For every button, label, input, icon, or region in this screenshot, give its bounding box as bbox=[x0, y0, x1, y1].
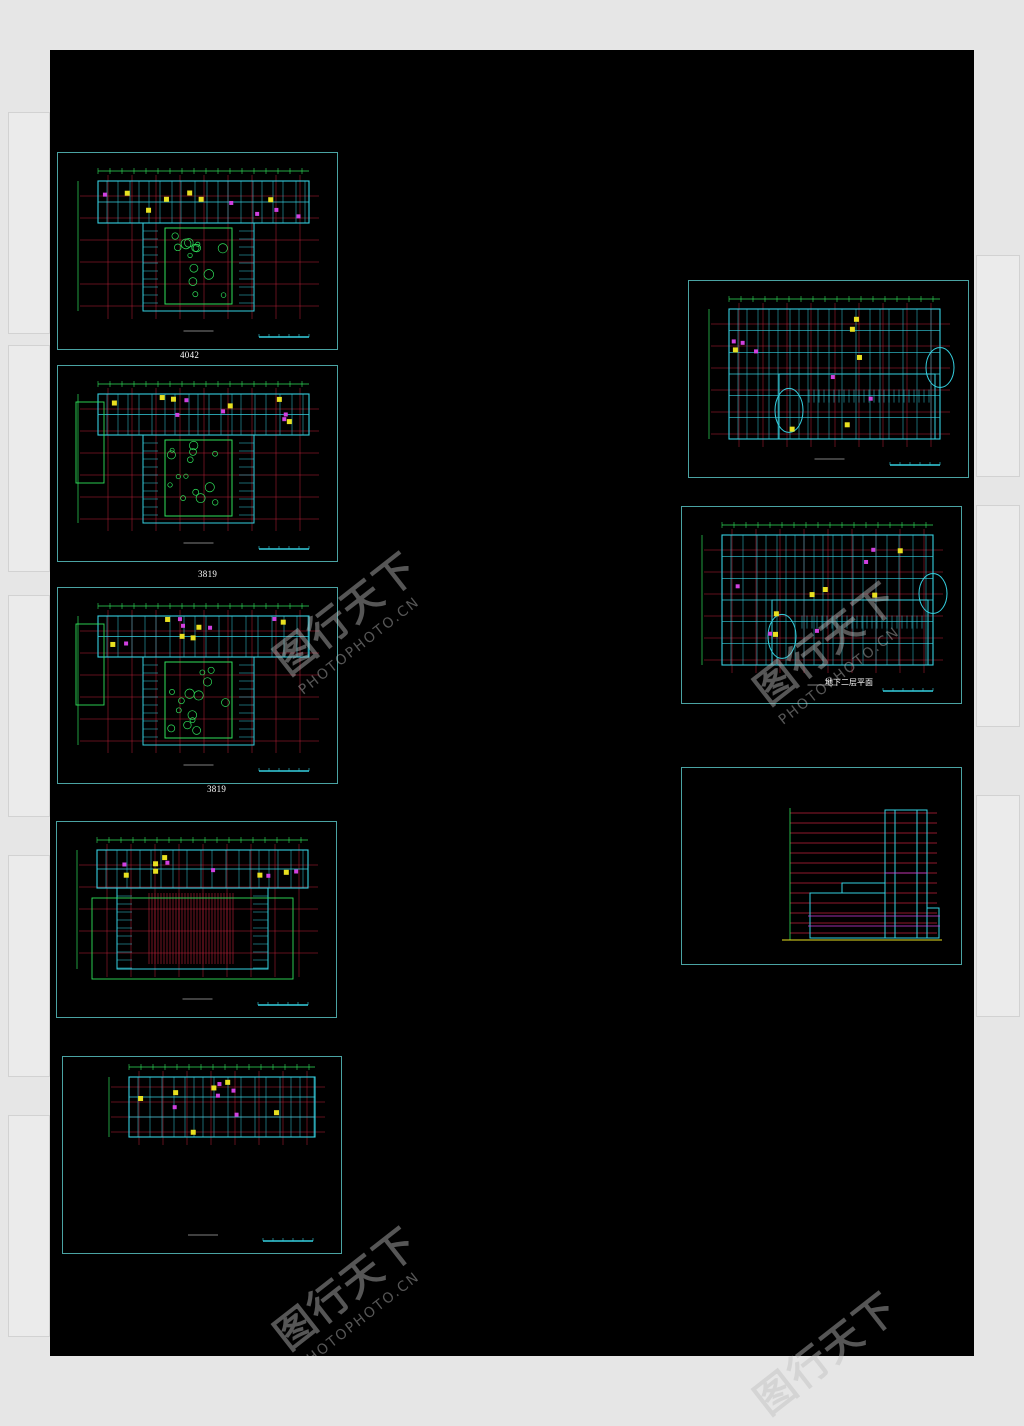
floor-plan-drawing bbox=[75, 603, 319, 772]
sheet-basement-1-plan[interactable] bbox=[688, 280, 969, 478]
floor-plan-drawing bbox=[701, 522, 948, 692]
watermark-brand-en: PHOTOPHOTO.CN bbox=[295, 1268, 424, 1356]
ghost-thumb-right-1 bbox=[976, 255, 1020, 477]
ghost-thumb-left-5 bbox=[8, 1115, 50, 1337]
ghost-thumb-left-1 bbox=[8, 112, 50, 334]
sheet-floor-3-plan[interactable] bbox=[57, 587, 338, 784]
sheet-floor-2-plan[interactable] bbox=[57, 365, 338, 562]
sheet-elevation-section[interactable] bbox=[681, 767, 962, 965]
floor-plan-drawing bbox=[77, 168, 319, 338]
floor-plan-drawing bbox=[108, 1064, 325, 1242]
sheet-typical-floor-plan[interactable] bbox=[62, 1056, 342, 1254]
floor-plan-drawing bbox=[708, 296, 955, 466]
ghost-thumb-left-4 bbox=[8, 855, 50, 1077]
sheet-basement-2-plan[interactable]: 地下二层平面 bbox=[681, 506, 962, 704]
ghost-thumb-left-2 bbox=[8, 345, 50, 572]
sheet-floor-4-plan[interactable] bbox=[56, 821, 337, 1018]
ghost-thumb-right-3 bbox=[976, 795, 1020, 1017]
ghost-thumb-right-2 bbox=[976, 505, 1020, 727]
cad-drawing-canvas: 4042 3819 3819 地下二层平面 bbox=[50, 50, 974, 1356]
floor-plan-drawing bbox=[75, 381, 319, 550]
section-elevation-drawing bbox=[782, 808, 942, 941]
floor-plan-drawing bbox=[76, 837, 318, 1006]
basement-2-plan-title: 地下二层平面 bbox=[825, 678, 873, 687]
sheet-caption-floor-1: 4042 bbox=[180, 350, 200, 360]
sheet-caption-floor-3: 3819 bbox=[207, 784, 227, 794]
ghost-thumb-left-3 bbox=[8, 595, 50, 817]
sheet-floor-1-plan[interactable] bbox=[57, 152, 338, 350]
sheet-caption-floor-2: 3819 bbox=[198, 569, 218, 579]
